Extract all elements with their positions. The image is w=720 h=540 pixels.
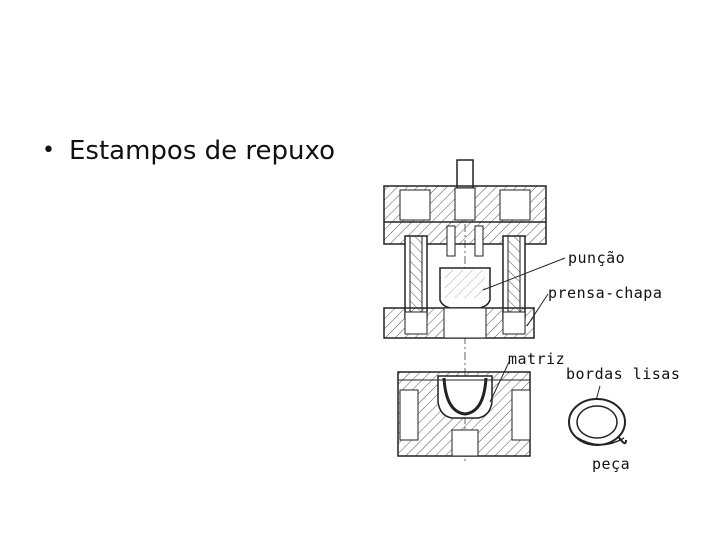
lower-die [397, 371, 531, 457]
die-drawing [383, 159, 627, 462]
punch [439, 267, 491, 309]
upper-plate [383, 185, 547, 245]
guide-columns [404, 225, 526, 319]
slide-bullet: • Estampos de repuxo [42, 136, 335, 166]
bullet-text: Estampos de repuxo [68, 136, 335, 166]
bullet-icon: • [42, 138, 55, 163]
blank-holder [383, 307, 535, 339]
label-puncao: punção [568, 249, 626, 267]
label-bordas-lisas: bordas lisas [566, 365, 681, 383]
label-matriz: matriz [508, 350, 566, 368]
label-prensa-chapa: prensa-chapa [548, 284, 663, 302]
part-illustration [568, 398, 627, 446]
shank [456, 159, 474, 189]
label-peca: peça [592, 455, 631, 473]
deep-drawing-die-diagram: punção prensa-chapa matriz bordas lisas … [370, 155, 700, 480]
